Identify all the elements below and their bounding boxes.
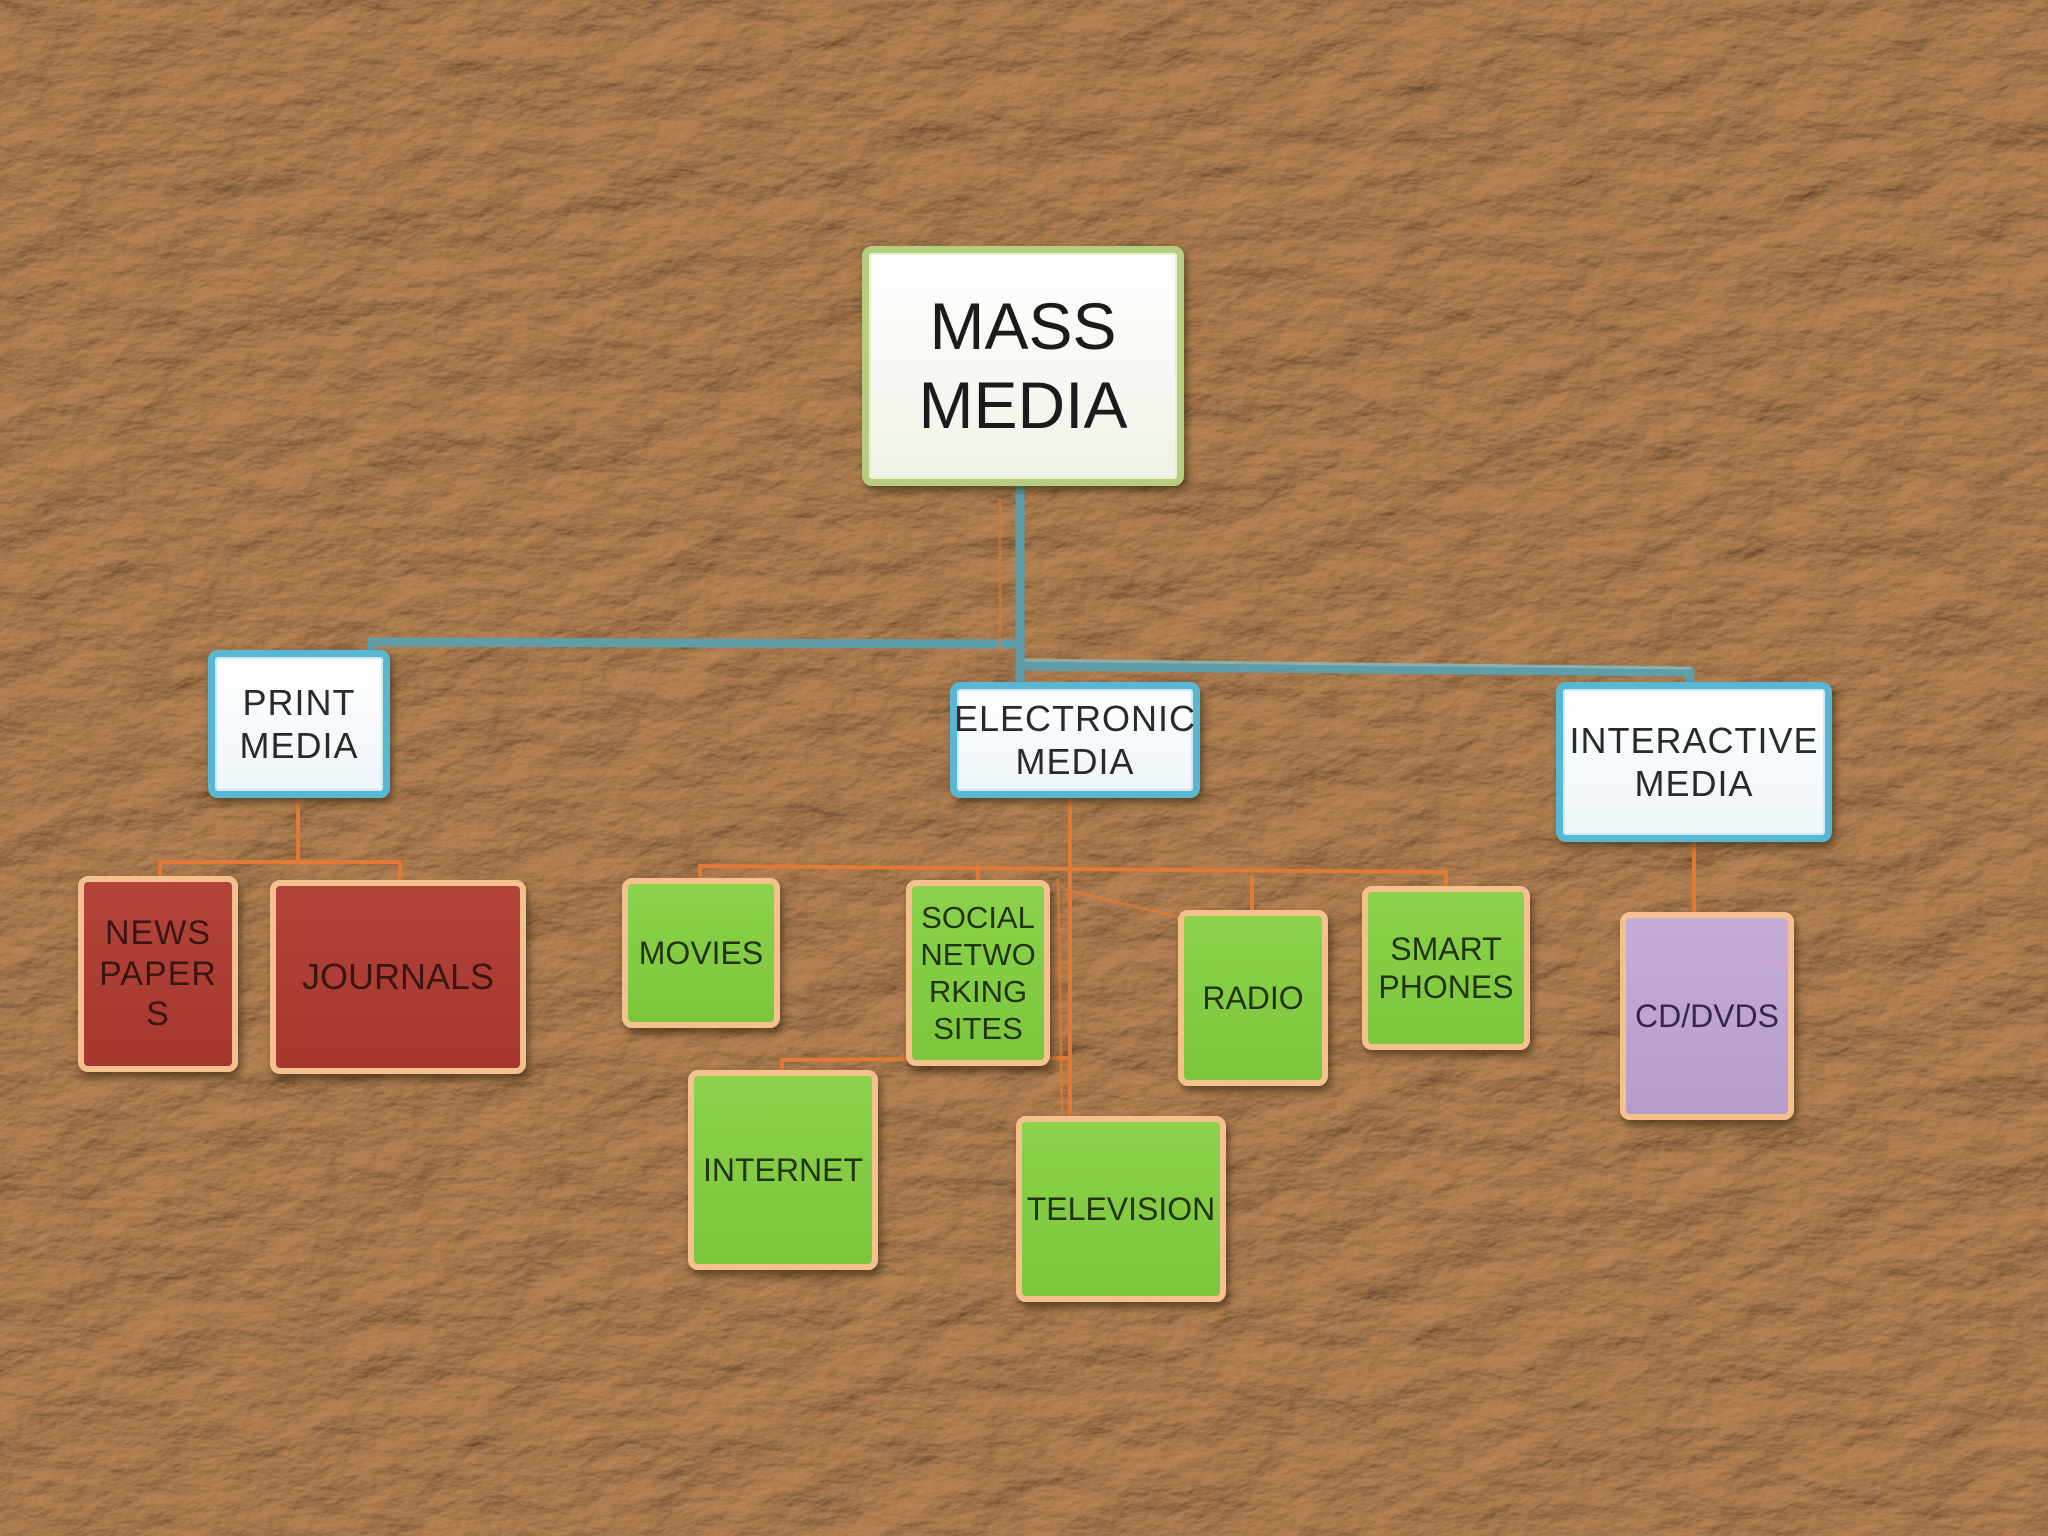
radio-box: RADIO <box>1178 910 1328 1086</box>
television-label: TELEVISION <box>1026 1190 1216 1227</box>
journals-box: JOURNALS <box>270 880 526 1074</box>
social-networking-sites-box: SOCIAL NETWO RKING SITES <box>906 880 1050 1066</box>
mass-media-root-box: MASS MEDIA <box>862 246 1184 486</box>
internet-label: INTERNET <box>703 1151 863 1188</box>
journals-label: JOURNALS <box>301 956 495 998</box>
radio-label: RADIO <box>1202 979 1304 1016</box>
television-box: TELEVISION <box>1016 1116 1226 1302</box>
interactive-media-label: INTERACTIVE MEDIA <box>1569 719 1819 804</box>
electronic-media-label: ELECTRONIC MEDIA <box>953 697 1197 782</box>
smart-phones-label: SMART PHONES <box>1378 930 1514 1005</box>
interactive-media-box: INTERACTIVE MEDIA <box>1556 682 1832 842</box>
electronic-media-box: ELECTRONIC MEDIA <box>950 682 1200 798</box>
movies-box: MOVIES <box>622 878 780 1028</box>
cd-dvds-label: CD/DVDS <box>1634 997 1779 1034</box>
cd-dvds-box: CD/DVDS <box>1620 912 1794 1120</box>
movies-label: MOVIES <box>638 934 764 971</box>
internet-box: INTERNET <box>688 1070 878 1270</box>
smart-phones-box: SMART PHONES <box>1362 886 1530 1050</box>
newspapers-label: NEWS PAPER S <box>99 913 217 1034</box>
newspapers-box: NEWS PAPER S <box>78 876 238 1072</box>
mass-media-label: MASS MEDIA <box>918 288 1128 442</box>
social-networking-sites-label: SOCIAL NETWO RKING SITES <box>920 899 1036 1047</box>
print-media-label: PRINT MEDIA <box>239 681 359 766</box>
print-media-box: PRINT MEDIA <box>208 650 390 798</box>
